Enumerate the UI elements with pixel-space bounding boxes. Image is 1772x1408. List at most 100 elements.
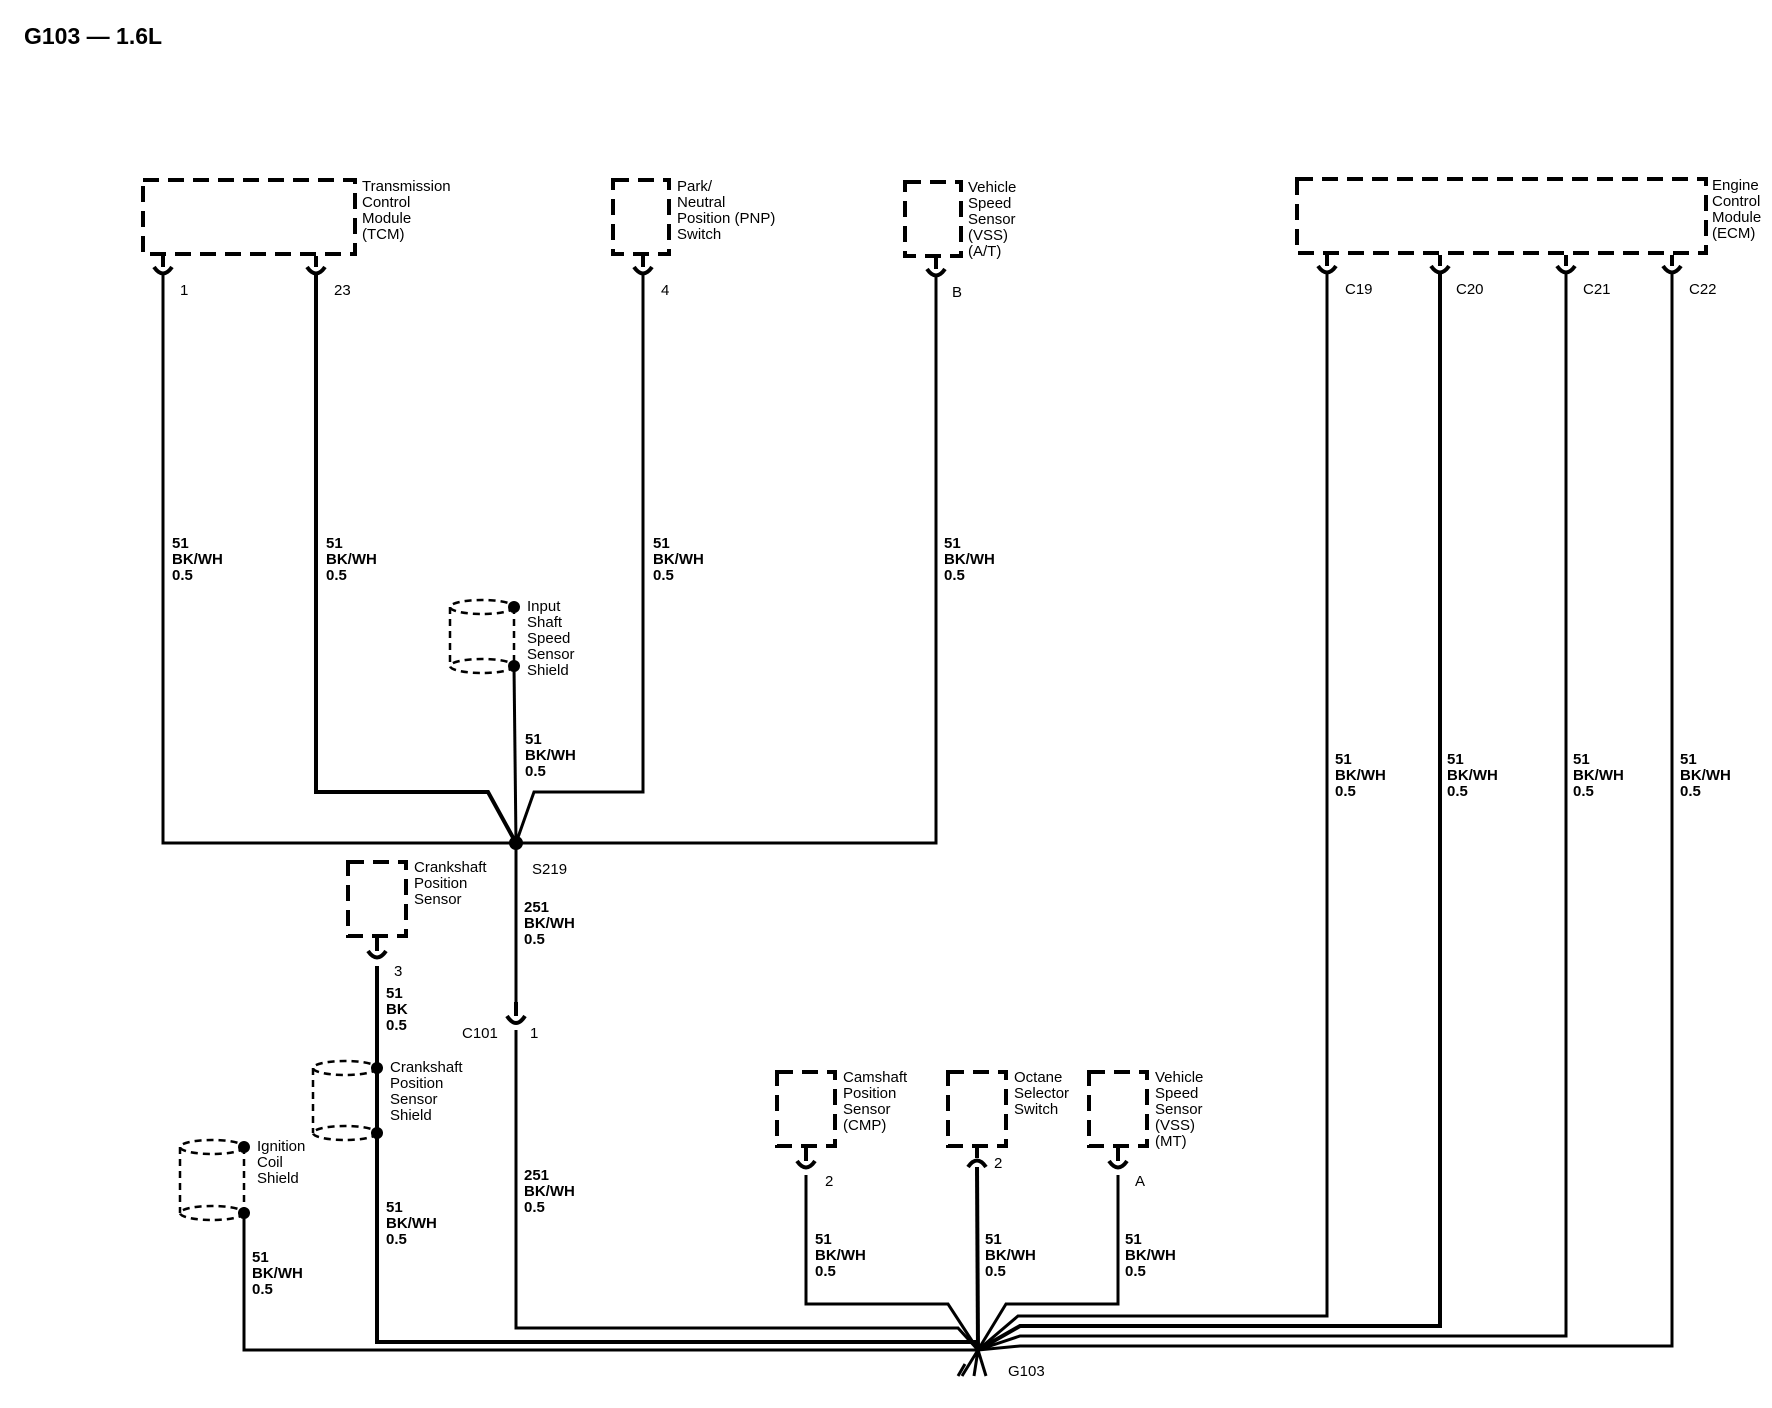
ckp-label-2: Position: [414, 875, 467, 892]
svg-text:51: 51: [653, 535, 670, 552]
svg-text:BK/WH: BK/WH: [1125, 1247, 1176, 1264]
pin-label-c21: C21: [1583, 281, 1611, 298]
vss-mt-label-4: (VSS): [1155, 1117, 1195, 1134]
c101-label: C101: [462, 1025, 498, 1042]
vss-mt-label-1: Vehicle: [1155, 1069, 1203, 1086]
svg-text:51: 51: [326, 535, 343, 552]
svg-text:BK/WH: BK/WH: [252, 1265, 303, 1282]
tcm-box: Transmission Control Module (TCM): [141, 178, 451, 256]
ckp-shield: Crankshaft Position Sensor Shield: [311, 1059, 463, 1142]
wire-label-cmp: 51 BK/WH 0.5: [815, 1231, 866, 1280]
octane-label-1: Octane: [1014, 1069, 1062, 1086]
wire-ecm-c21: [977, 274, 1568, 1352]
svg-text:BK: BK: [386, 1001, 408, 1018]
wires: [161, 274, 1674, 1352]
ckp-shield-label-2: Position: [390, 1075, 443, 1092]
splice-label: S219: [532, 861, 567, 878]
ckp-shield-label-4: Shield: [390, 1107, 432, 1124]
vss-mt-label-2: Speed: [1155, 1085, 1198, 1102]
pin-label-ckp-3: 3: [394, 963, 402, 980]
pnp-label-4: Switch: [677, 226, 721, 243]
wire-ckp: [375, 966, 978, 1344]
pin-labels: 1 23 4 B C19 C20 C21 C22 3 1 2 2 A: [180, 281, 1717, 1190]
vss-mt-box: Vehicle Speed Sensor (VSS) (MT): [1087, 1069, 1203, 1150]
svg-text:BK/WH: BK/WH: [524, 915, 575, 932]
vss-mt-label-5: (MT): [1155, 1133, 1187, 1150]
ecm-label-2: Control: [1712, 193, 1760, 210]
tcm-label-2: Control: [362, 194, 410, 211]
pin-label-c20: C20: [1456, 281, 1484, 298]
ckp-label-3: Sensor: [414, 891, 462, 908]
svg-text:0.5: 0.5: [985, 1263, 1006, 1280]
wire-label-ecm-c22: 51 BK/WH 0.5: [1680, 751, 1731, 800]
ckp-sensor-box: Crankshaft Position Sensor: [346, 859, 487, 938]
pin-cup-icon: [152, 256, 174, 276]
tcm-label-3: Module: [362, 210, 411, 227]
pin-cap-icon: [966, 1148, 988, 1169]
svg-text:51: 51: [1573, 751, 1590, 768]
wire-label-s219-out: 251 BK/WH 0.5: [524, 899, 575, 948]
wire-label-ckp: 51 BK 0.5: [386, 985, 408, 1034]
ign-shield-label-3: Shield: [257, 1170, 299, 1187]
wire-label-issp: 51 BK/WH 0.5: [525, 731, 576, 780]
svg-text:BK/WH: BK/WH: [172, 551, 223, 568]
svg-text:51: 51: [1125, 1231, 1142, 1248]
svg-text:0.5: 0.5: [524, 1199, 545, 1216]
wire-label-tcm-23: 51 BK/WH 0.5: [326, 535, 377, 584]
wire-label-octane: 51 BK/WH 0.5: [985, 1231, 1036, 1280]
splice-dot-icon: [509, 836, 523, 850]
ckp-shield-label-3: Sensor: [390, 1091, 438, 1108]
wire-label-pnp: 51 BK/WH 0.5: [653, 535, 704, 584]
ckp-label-1: Crankshaft: [414, 859, 487, 876]
pin-cup-icon: [925, 258, 947, 278]
cmp-sensor-box: Camshaft Position Sensor (CMP): [775, 1069, 908, 1148]
svg-text:51: 51: [386, 1199, 403, 1216]
svg-text:51: 51: [944, 535, 961, 552]
pin-label-vss-b: B: [952, 284, 962, 301]
svg-text:51: 51: [985, 1231, 1002, 1248]
svg-text:0.5: 0.5: [172, 567, 193, 584]
pin-cup-icon: [1661, 255, 1683, 275]
svg-text:51: 51: [252, 1249, 269, 1266]
pin-cup-icon: [1316, 255, 1338, 275]
shield-terminal-icon: [508, 601, 520, 613]
octane-label-2: Selector: [1014, 1085, 1069, 1102]
vss-at-label-2: Speed: [968, 195, 1011, 212]
svg-text:51: 51: [1335, 751, 1352, 768]
svg-text:BK/WH: BK/WH: [386, 1215, 437, 1232]
pin-label-c19: C19: [1345, 281, 1373, 298]
connector-pins: [152, 255, 1683, 1170]
svg-text:51: 51: [525, 731, 542, 748]
svg-text:0.5: 0.5: [653, 567, 674, 584]
vss-at-label-3: Sensor: [968, 211, 1016, 228]
svg-text:51: 51: [815, 1231, 832, 1248]
svg-text:BK/WH: BK/WH: [1447, 767, 1498, 784]
svg-text:0.5: 0.5: [252, 1281, 273, 1298]
svg-text:BK/WH: BK/WH: [944, 551, 995, 568]
pin-cup-icon: [1429, 255, 1451, 275]
svg-text:0.5: 0.5: [815, 1263, 836, 1280]
svg-text:BK/WH: BK/WH: [815, 1247, 866, 1264]
wire-label-c101-out: 251 BK/WH 0.5: [524, 1167, 575, 1216]
pin-label-pnp-4: 4: [661, 282, 669, 299]
svg-text:BK/WH: BK/WH: [653, 551, 704, 568]
svg-text:51: 51: [1447, 751, 1464, 768]
svg-text:0.5: 0.5: [525, 763, 546, 780]
wire-ecm-c20: [977, 274, 1442, 1352]
svg-text:BK/WH: BK/WH: [1335, 767, 1386, 784]
vss-at-box: Vehicle Speed Sensor (VSS) (A/T): [903, 179, 1016, 260]
cmp-label-1: Camshaft: [843, 1069, 908, 1086]
pnp-label-3: Position (PNP): [677, 210, 775, 227]
vss-at-label-4: (VSS): [968, 227, 1008, 244]
wire-label-vss-at: 51 BK/WH 0.5: [944, 535, 995, 584]
wire-ign-shield: [242, 1213, 978, 1352]
svg-text:BK/WH: BK/WH: [1573, 767, 1624, 784]
octane-label-3: Switch: [1014, 1101, 1058, 1118]
ecm-label-3: Module: [1712, 209, 1761, 226]
ground-icon: [956, 1349, 988, 1377]
svg-text:251: 251: [524, 899, 549, 916]
wire-label-ckp-shield: 51 BK/WH 0.5: [386, 1199, 437, 1248]
wire-c101-out: [514, 1030, 980, 1352]
ground-label: G103: [1008, 1363, 1045, 1380]
